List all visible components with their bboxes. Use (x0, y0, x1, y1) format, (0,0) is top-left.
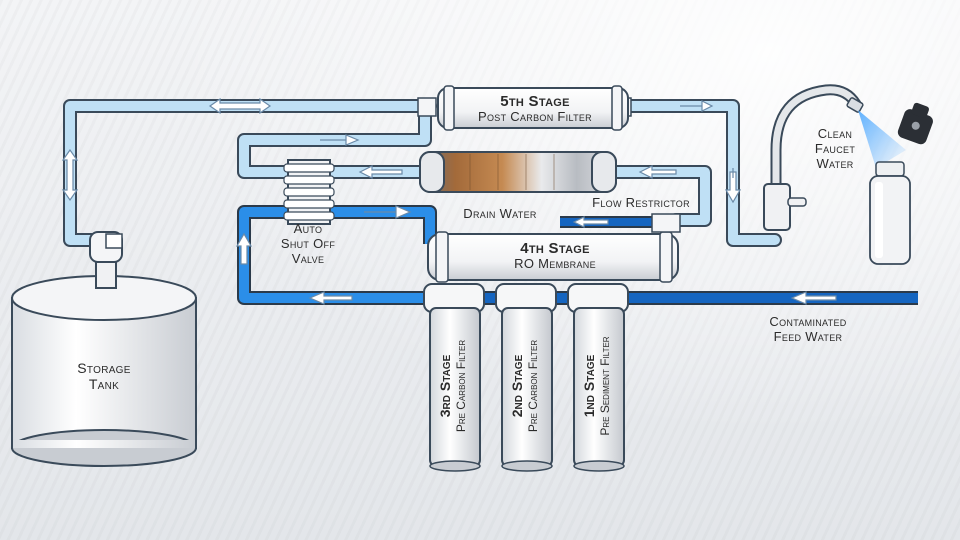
flow-arrows (61, 97, 837, 305)
double-arrow-icon (208, 97, 272, 115)
bottle-cap-icon (897, 102, 933, 145)
stage3-housing (423, 283, 485, 472)
double-arrow-icon (61, 148, 79, 202)
stage4-title: 4th Stage (520, 240, 590, 257)
stage1-label: 1nd Stage Pre Sediment Filter (581, 320, 617, 452)
stage4-membrane (427, 213, 681, 283)
auto-shutoff-valve-label: Auto Shut Off Valve (268, 221, 348, 267)
storage-tank-label: Storage Tank (64, 360, 144, 392)
stage3-title: 3rd Stage (437, 354, 453, 418)
storage-tank (11, 231, 197, 467)
contaminated-feed-water-label: Contaminated Feed Water (748, 314, 868, 345)
stage2-housing (495, 283, 557, 472)
left-arrow-icon (790, 291, 837, 305)
inline-carbon-filter (419, 151, 617, 193)
stage2-title: 2nd Stage (509, 354, 525, 418)
stage5-label: 5th Stage Post Carbon Filter (470, 93, 600, 125)
clean-label-line1: Clean (817, 126, 853, 141)
auto-shutoff-valve (283, 159, 335, 225)
contaminated-label-line1: Contaminated (769, 314, 847, 329)
faucet (763, 84, 906, 231)
auto-label-line1: Auto (293, 221, 323, 236)
stage5-subtitle: Post Carbon Filter (478, 109, 592, 125)
left-arrow-icon (572, 216, 609, 228)
clean-label-line3: Water (816, 155, 854, 171)
flow-restrictor-label: Flow Restrictor (592, 195, 690, 210)
water-spray (858, 110, 906, 168)
stage3-subtitle: Pre Carbon Filter (453, 339, 468, 433)
clean-label-line2: Faucet (814, 140, 856, 156)
up-arrow-icon (235, 232, 253, 265)
left-arrow-icon (308, 291, 353, 305)
stage5-title: 5th Stage (500, 93, 570, 110)
storage-label-line2: Tank (88, 376, 120, 393)
stage4-label: 4th Stage RO Membrane (480, 240, 630, 272)
stage2-subtitle: Pre Carbon Filter (525, 339, 540, 433)
left-arrow-icon (358, 165, 403, 179)
stage3-label: 3rd Stage Pre Carbon Filter (437, 320, 473, 452)
stage1-title: 1nd Stage (581, 354, 597, 418)
pre-filter-housings (423, 283, 629, 472)
down-arrow-icon (724, 168, 742, 204)
right-arrow-icon (320, 134, 360, 146)
water-bottle (869, 161, 911, 265)
right-arrow-icon (364, 205, 412, 219)
contaminated-label-line2: Feed Water (773, 328, 843, 344)
auto-label-line2: Shut Off (280, 235, 336, 251)
stage5-filter (417, 85, 632, 131)
drain-water-label: Drain Water (463, 206, 537, 221)
stage4-subtitle: RO Membrane (514, 256, 596, 272)
stage1-housing (567, 283, 629, 472)
clean-faucet-water-label: Clean Faucet Water (800, 126, 870, 172)
auto-label-line3: Valve (291, 250, 325, 266)
stage2-label: 2nd Stage Pre Carbon Filter (509, 320, 545, 452)
stage1-subtitle: Pre Sediment Filter (597, 336, 612, 436)
left-arrow-icon (638, 165, 677, 179)
right-arrow-icon (680, 100, 714, 112)
storage-label-line1: Storage (77, 360, 131, 376)
